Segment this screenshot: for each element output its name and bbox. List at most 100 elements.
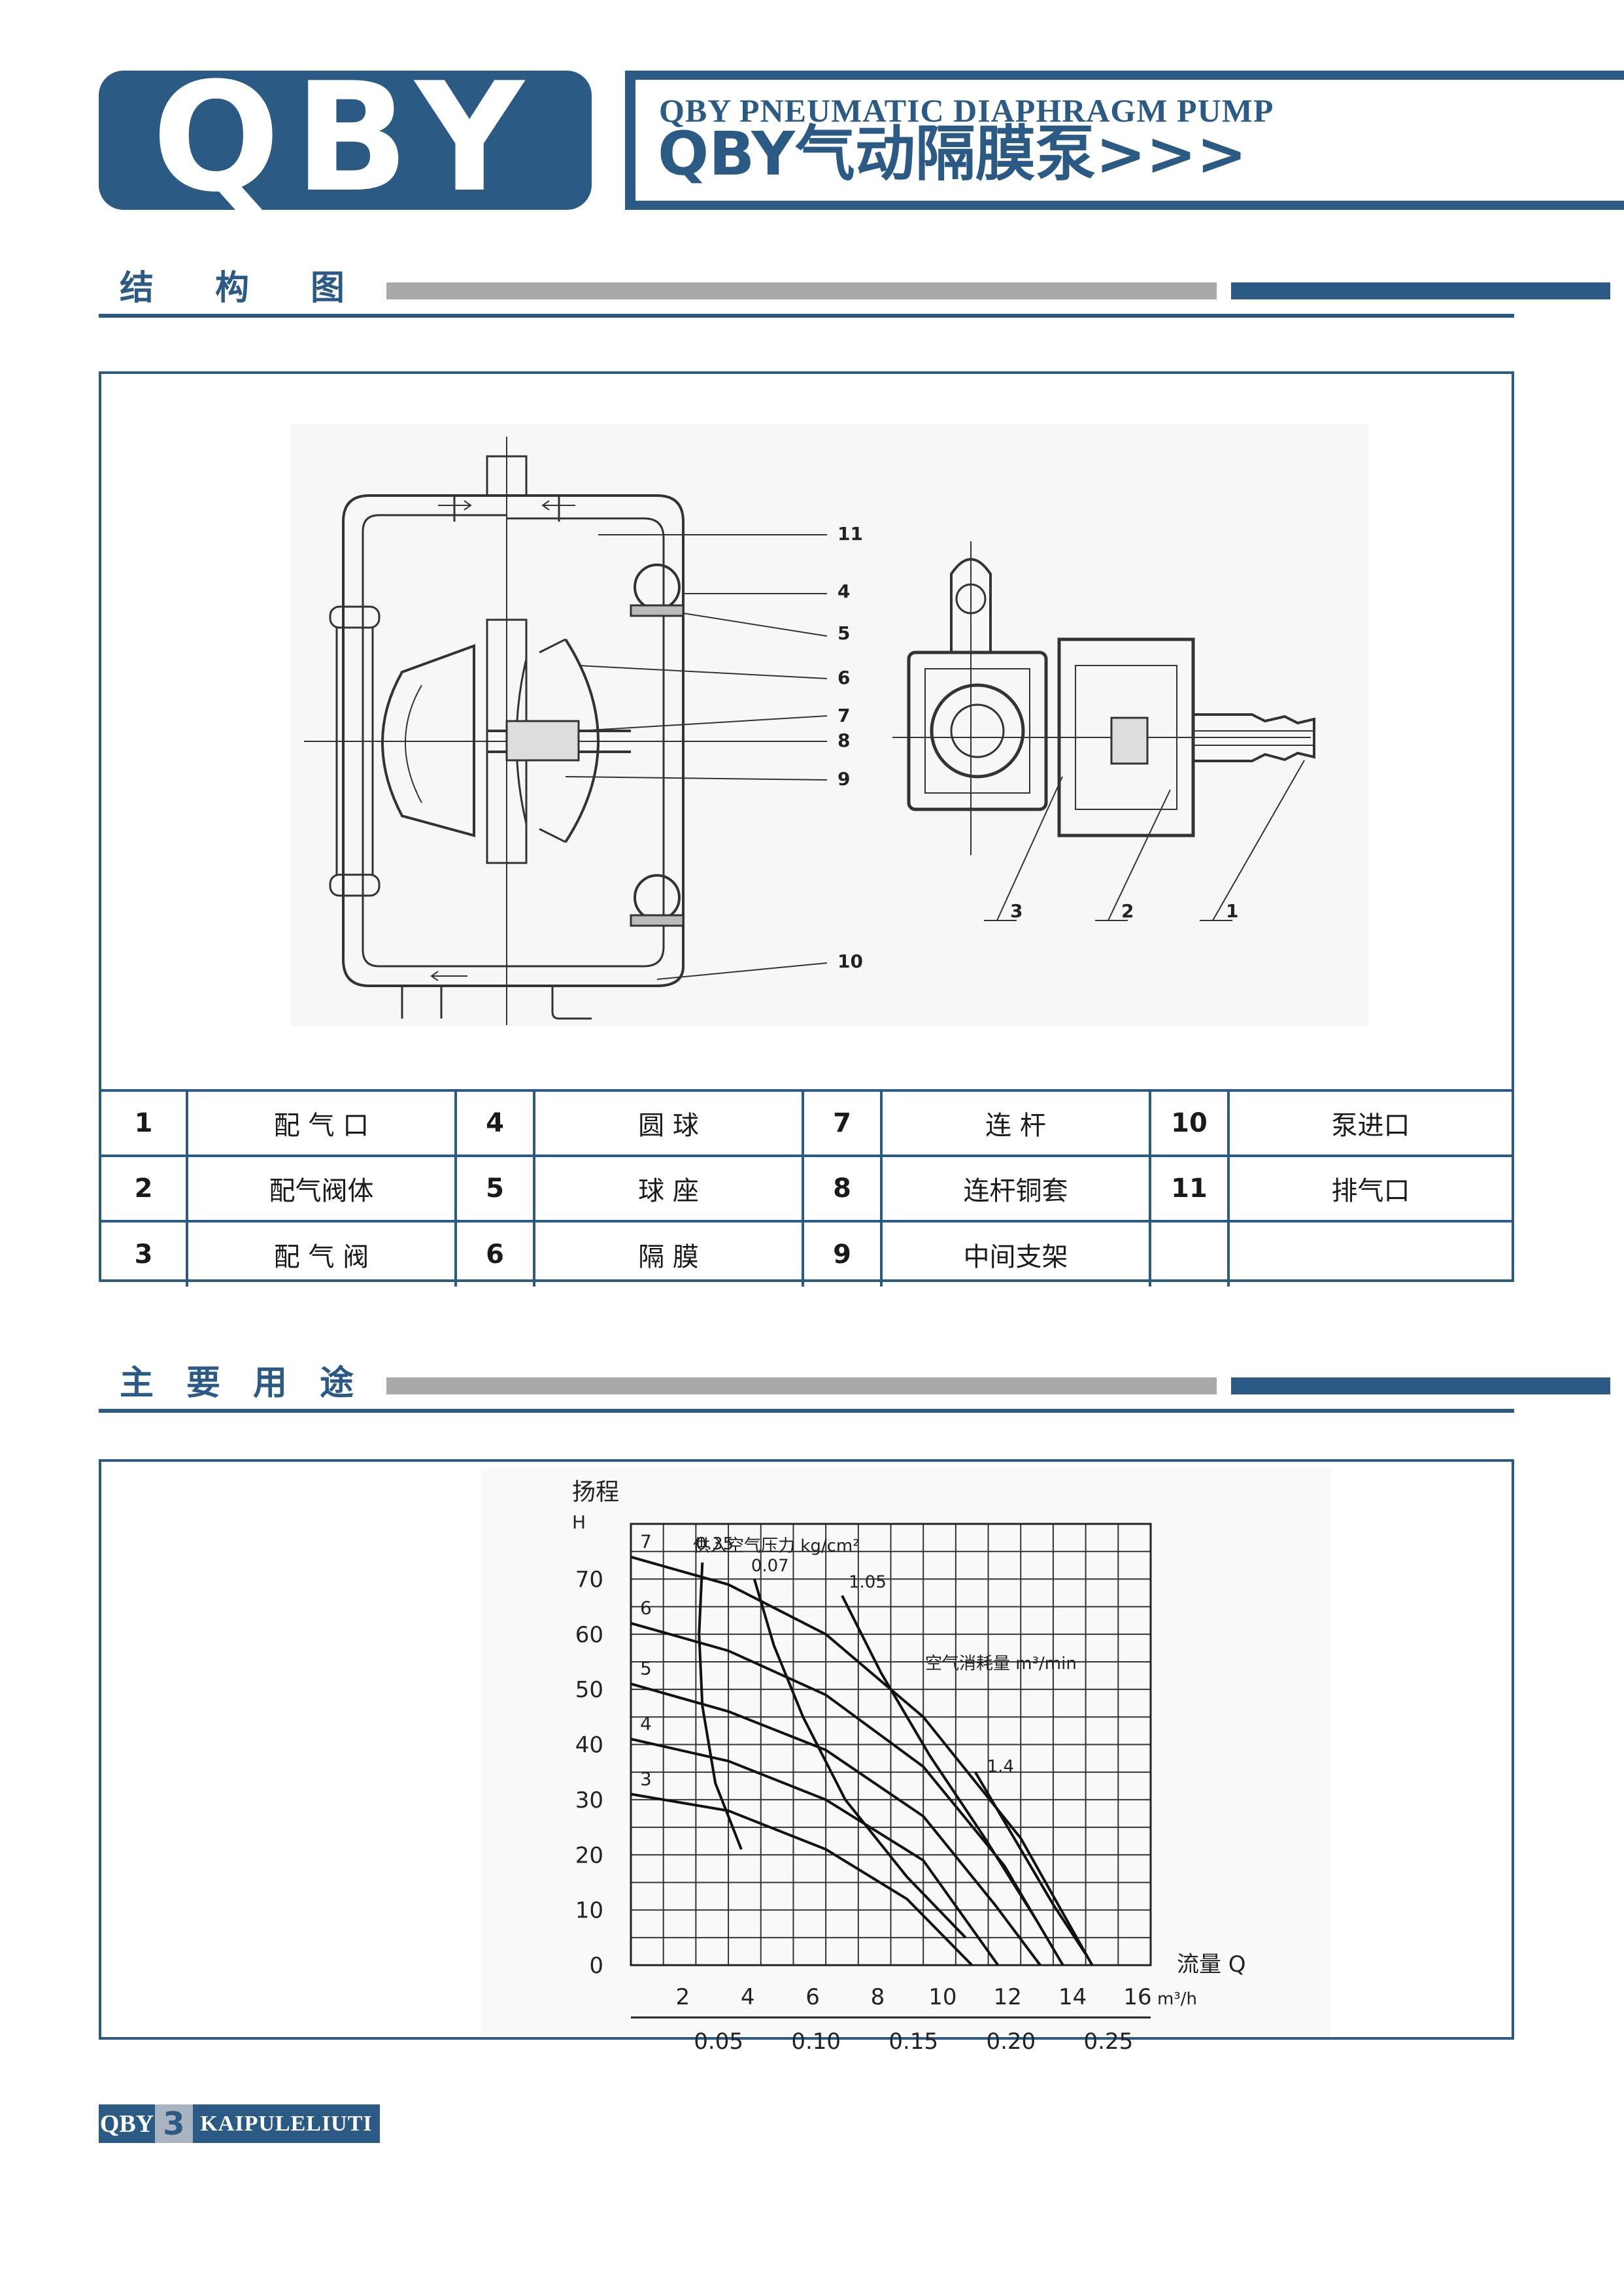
pressure-curve-label: 7: [640, 1531, 652, 1553]
y-tick-label: 30: [575, 1787, 603, 1813]
x-tick-label: 8: [871, 1984, 885, 2010]
consumption-curve-label: 0.35: [696, 1534, 734, 1554]
y-tick-label: 0: [589, 1953, 603, 1979]
title-chinese: QBY气动隔膜泵>>>: [658, 119, 1247, 189]
section-title-structure: 结构图: [120, 269, 407, 308]
x-tick-label: 12: [994, 1984, 1022, 2010]
part-number: 2: [101, 1155, 188, 1223]
callout-11: 11: [837, 523, 863, 545]
x-tick-label: 6: [805, 1984, 820, 2010]
performance-chart: 0 10 20 30 40 50 60 70 扬程 H 2 4 6 8 10 12 14 16 m³/h 流量 Q 0.…: [481, 1468, 1330, 2055]
callout-9: 9: [837, 768, 850, 790]
section-grey-bar: [386, 282, 1217, 299]
pressure-curve-7: [630, 1555, 1094, 1966]
consumption-curve-label: 0.07: [751, 1556, 789, 1576]
section-blue-bar: [1231, 1377, 1610, 1394]
section-heading-usage: 主要用途: [99, 1363, 1610, 1415]
secondary-tick-label: 0.10: [791, 2029, 841, 2055]
callout-6: 6: [837, 667, 850, 688]
section-blue-bar: [1231, 282, 1610, 299]
consumption-curve-label: 1.4: [987, 1757, 1014, 1777]
consumption-curve-0.07: [753, 1578, 967, 1939]
title-frame-top-rule: [635, 71, 1624, 80]
section-heading-structure: 结构图: [99, 268, 1610, 320]
logo-badge: QBY: [99, 63, 592, 213]
title-english: QBY PNEUMATIC DIAPHRAGM PUMP: [659, 92, 1274, 129]
y-axis-title: 扬程: [572, 1479, 619, 1506]
y-tick-label: 40: [575, 1732, 603, 1759]
part-number: 4: [454, 1089, 535, 1157]
y-tick-label: 50: [575, 1677, 603, 1703]
part-number: 6: [454, 1220, 535, 1287]
x-tick-label: 10: [928, 1984, 956, 2010]
x-tick-label: 16: [1123, 1984, 1151, 2010]
callout-5: 5: [837, 622, 850, 644]
pump-section-diagram: [304, 437, 828, 1025]
section-grey-bar: [386, 1377, 1217, 1394]
part-name: 球 座: [533, 1155, 804, 1223]
valve-callout-2: 2: [1121, 900, 1134, 922]
secondary-tick-label: 0.20: [986, 2029, 1036, 2055]
part-number: 1: [101, 1089, 188, 1157]
title-frame-bottom-rule: [635, 201, 1624, 210]
part-name: 配气阀体: [186, 1155, 457, 1223]
x-tick-label: 4: [741, 1984, 755, 2010]
consumption-curve-label: 1.05: [849, 1573, 887, 1593]
secondary-tick-label: 0.15: [888, 2029, 938, 2055]
title-frame: QBY PNEUMATIC DIAPHRAGM PUMP QBY气动隔膜泵>>>: [625, 71, 1624, 210]
section-underline: [99, 314, 1514, 318]
callout-10: 10: [837, 951, 863, 972]
y-tick-label: 10: [575, 1898, 603, 1924]
pump-structure-drawing: 11 4 5 6 7 8 9 10: [291, 424, 1368, 1026]
part-name: 连杆铜套: [880, 1155, 1151, 1223]
pressure-curve-4: [630, 1738, 1000, 1966]
part-name: 配 气 阀: [186, 1220, 457, 1287]
part-name: 中间支架: [880, 1220, 1151, 1287]
air-valve-diagram: [892, 541, 1315, 921]
section-title-usage: 主要用途: [120, 1364, 387, 1403]
part-name: 泵进口: [1227, 1089, 1512, 1157]
secondary-tick-label: 0.05: [694, 2029, 743, 2055]
footer-brand: QBY: [99, 2104, 155, 2143]
part-number: 3: [101, 1220, 188, 1287]
x-axis-title: 流量 Q: [1177, 1951, 1246, 1978]
pressure-curve-label: 3: [640, 1768, 652, 1789]
pressure-curve-3: [630, 1793, 973, 1966]
x-tick-label: 14: [1058, 1984, 1087, 2010]
page-number: 3: [155, 2104, 193, 2143]
callout-4: 4: [837, 581, 850, 602]
part-number: 9: [802, 1220, 883, 1287]
pressure-curve-label: 5: [640, 1658, 652, 1679]
x-tick-label: 2: [676, 1984, 690, 2010]
structure-panel: 11 4 5 6 7 8 9 10: [99, 371, 1514, 1287]
section-underline: [99, 1409, 1514, 1413]
logo-text: QBY: [152, 50, 539, 226]
consumption-axis-label: 空气消耗量 m³/min: [925, 1654, 1077, 1674]
part-name: 排气口: [1227, 1155, 1512, 1223]
part-name: [1227, 1220, 1512, 1287]
y-tick-label: 60: [575, 1622, 603, 1648]
part-number: 7: [802, 1089, 883, 1157]
y-tick-label: 20: [575, 1842, 603, 1868]
x-axis-unit: m³/h: [1157, 1989, 1197, 2009]
pressure-curve-label: 4: [640, 1713, 652, 1734]
consumption-curve-1.05: [841, 1594, 1038, 1922]
pressure-curve-label: 6: [640, 1597, 652, 1619]
valve-callout-3: 3: [1010, 900, 1023, 922]
part-number: [1149, 1220, 1230, 1287]
callout-7: 7: [837, 705, 850, 726]
part-number: 5: [454, 1155, 535, 1223]
part-name: 连 杆: [880, 1089, 1151, 1157]
part-number: 11: [1149, 1155, 1230, 1223]
pressure-curve-5: [630, 1682, 1041, 1966]
part-name: 隔 膜: [533, 1220, 804, 1287]
secondary-tick-label: 0.25: [1084, 2029, 1134, 2055]
part-name: 圆 球: [533, 1089, 804, 1157]
performance-chart-panel: 0 10 20 30 40 50 60 70 扬程 H 2 4 6 8 10 12 14 16 m³/h 流量 Q 0.…: [99, 1459, 1514, 2055]
y-axis-symbol: H: [572, 1511, 586, 1533]
plot-frame: [630, 1523, 1152, 1966]
y-tick-label: 70: [575, 1566, 603, 1593]
